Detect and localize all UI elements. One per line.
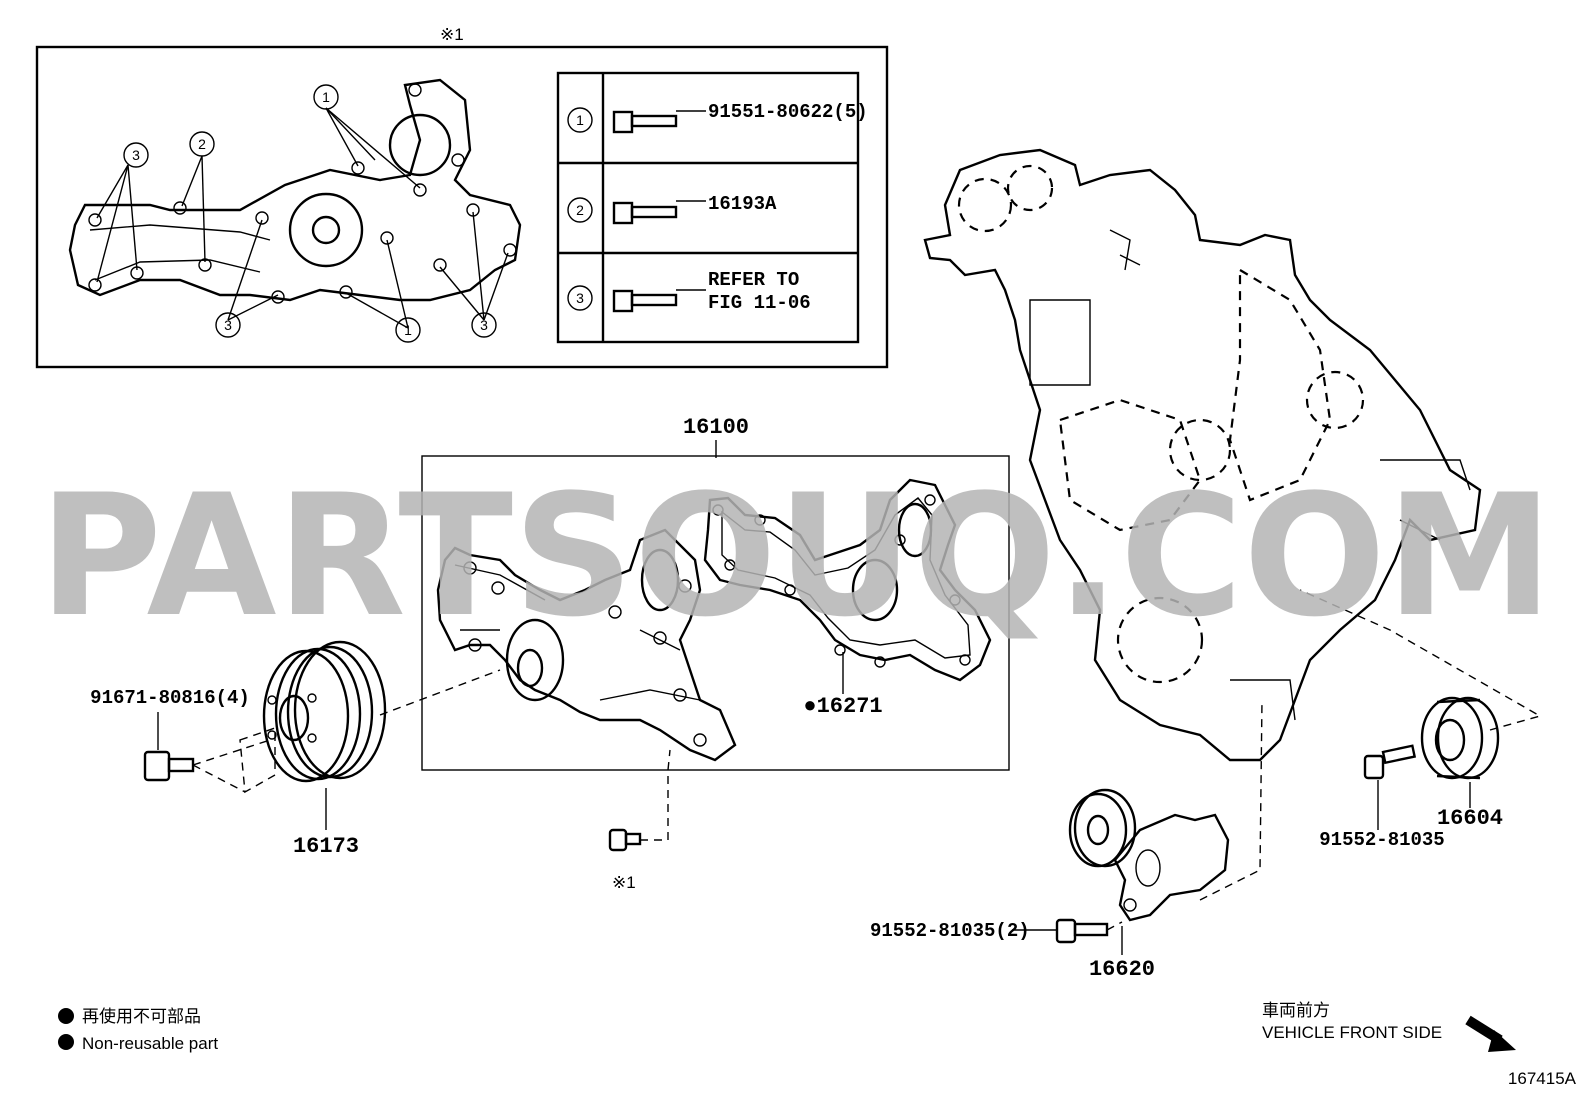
svg-text:2: 2 — [198, 136, 206, 152]
table-row-2: 2 16193A — [567, 193, 777, 225]
pulley-bolt: 91671-80816(4) — [90, 669, 501, 794]
timing-cover-outline — [923, 148, 1482, 762]
inset-callout-1-b: 1 — [395, 317, 421, 343]
svg-text:1: 1 — [576, 112, 584, 128]
part-number-91552-81035-2: 91552-81035(2) — [870, 920, 1030, 942]
part-number-16604: 16604 — [1437, 806, 1503, 831]
table-part-2: 16193A — [708, 193, 777, 215]
inset-callout-3-a: 3 — [123, 142, 149, 168]
part-number-16620: 16620 — [1089, 957, 1155, 982]
bolt-legend-table: 1 91551-80622(5) 2 16193A — [556, 71, 868, 344]
inset-panel: ※1 — [35, 25, 889, 369]
water-pump-assembly-box: 16100 — [421, 415, 1010, 771]
water-pump-drawing — [436, 528, 737, 762]
part-number-91552-81035: 91552-81035 — [1319, 829, 1444, 851]
gasket-drawing — [703, 478, 992, 682]
svg-text:3: 3 — [576, 290, 584, 306]
table-row-3: 3 REFER TO FIG 11-06 — [567, 269, 811, 314]
table-row-1: 1 91551-80622(5) — [567, 101, 868, 134]
inset-callout-3-b: 3 — [215, 312, 241, 338]
direction-text-jp: 車両前方 — [1262, 1001, 1330, 1020]
belt-tensioner: 16620 — [1068, 699, 1263, 982]
inset-callout-2: 2 — [189, 131, 215, 157]
svg-text:2: 2 — [576, 202, 584, 218]
part-number-16271: ●16271 — [803, 694, 882, 719]
non-reusable-legend: 再使用不可部品 Non-reusable part — [58, 1006, 218, 1053]
part-number-16173: 16173 — [293, 834, 359, 859]
legend-text-jp: 再使用不可部品 — [82, 1006, 201, 1026]
table-part-3-line1: REFER TO — [708, 269, 799, 291]
svg-text:1: 1 — [404, 322, 412, 338]
legend-text-en: Non-reusable part — [82, 1034, 218, 1053]
watermark-text: PARTSOUQ.COM — [39, 458, 1553, 654]
bolt-icon — [612, 201, 678, 225]
idler-pulley: 16604 — [1299, 589, 1542, 831]
pump-bolt-note-mark: ※1 — [612, 873, 636, 892]
water-pump-pulley: 16173 — [262, 640, 387, 859]
part-number-16100: 16100 — [683, 415, 749, 440]
inset-callout-1-a: 1 — [313, 84, 339, 110]
bolt-icon — [612, 289, 678, 313]
inset-callout-3-c: 3 — [471, 312, 497, 338]
pump-mount-bolt: ※1 — [608, 749, 671, 892]
part-number-91671-80816: 91671-80816(4) — [90, 687, 250, 709]
table-part-1: 91551-80622(5) — [708, 101, 868, 123]
vehicle-front-indicator: 車両前方 VEHICLE FRONT SIDE — [1262, 1001, 1516, 1052]
inset-note-mark: ※1 — [440, 25, 464, 44]
front-arrow-icon — [1465, 1015, 1516, 1052]
svg-text:3: 3 — [132, 147, 140, 163]
tensioner-bolt: 91552-81035(2) — [870, 918, 1123, 944]
idler-bolt: 91552-81035 — [1319, 744, 1445, 851]
svg-text:3: 3 — [224, 317, 232, 333]
bolt-icon — [612, 110, 678, 134]
table-part-3-line2: FIG 11-06 — [708, 292, 811, 314]
figure-id: 167415A — [1508, 1069, 1577, 1088]
direction-text-en: VEHICLE FRONT SIDE — [1262, 1023, 1442, 1042]
svg-text:3: 3 — [480, 317, 488, 333]
svg-text:1: 1 — [322, 89, 330, 105]
